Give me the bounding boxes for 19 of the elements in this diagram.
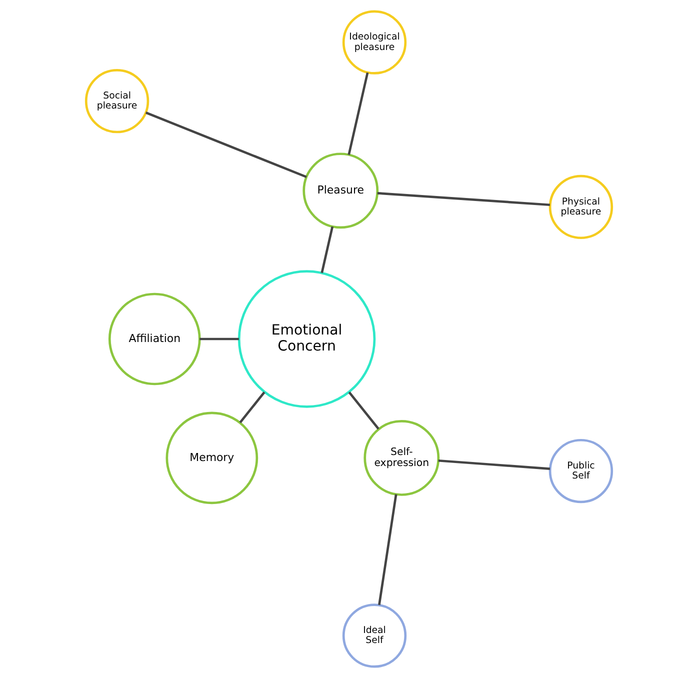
connector	[348, 391, 380, 430]
connector	[239, 391, 266, 424]
connector	[145, 112, 307, 178]
connector	[438, 459, 550, 470]
node-circle: Memory	[166, 412, 258, 504]
connector	[200, 338, 239, 340]
connector	[377, 192, 550, 206]
node-circle: Emotional Concern	[238, 270, 376, 408]
node-circle: Affiliation	[108, 292, 201, 386]
connector	[378, 494, 398, 606]
node-circle: Ideal Self	[342, 604, 407, 668]
node-circle: Self-expression	[364, 420, 440, 496]
connector	[348, 72, 369, 155]
node-circle: Social pleasure	[84, 69, 150, 134]
node-circle: Pleasure	[302, 152, 379, 229]
node-circle: Ideological pleasure	[342, 10, 407, 74]
connector	[320, 226, 334, 274]
node-circle: Public Self	[548, 438, 614, 504]
node-circle: Physical pleasure	[548, 174, 614, 240]
